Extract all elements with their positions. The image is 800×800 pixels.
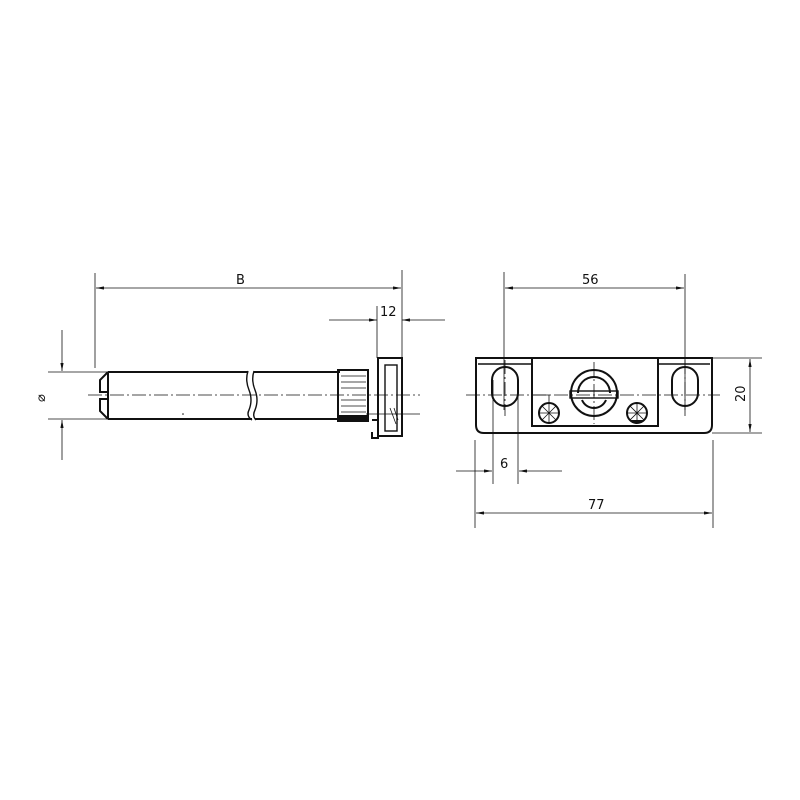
rotary-latch [569, 362, 619, 424]
shaft [88, 370, 420, 421]
dimension-total-width-label: 77 [588, 498, 605, 513]
dimension-height-label: 20 [734, 385, 749, 402]
screw-left [533, 394, 560, 424]
dimension-hole-spacing-label: 56 [582, 273, 599, 288]
knurled-collar [337, 369, 369, 422]
dimension-head-width-label: 12 [380, 305, 397, 320]
dimension-diameter: ⌀ [34, 330, 110, 460]
dimension-height: 20 [712, 357, 762, 434]
dimension-b-label: B [236, 273, 245, 288]
front-view: 56 20 6 77 [456, 272, 762, 528]
dimension-head-width: 12 [329, 305, 445, 358]
side-view: B 12 ⌀ [34, 270, 445, 460]
dimension-slot-width-label: 6 [500, 457, 508, 472]
mounting-slot-right [671, 360, 699, 416]
head-bracket [366, 357, 420, 439]
screw-right [626, 402, 648, 424]
dimension-total-width: 77 [474, 440, 714, 528]
mounting-plate [466, 357, 720, 434]
mounting-slot-left [491, 360, 519, 416]
dimension-b: B [94, 270, 403, 368]
dimension-diameter-label: ⌀ [34, 394, 49, 402]
